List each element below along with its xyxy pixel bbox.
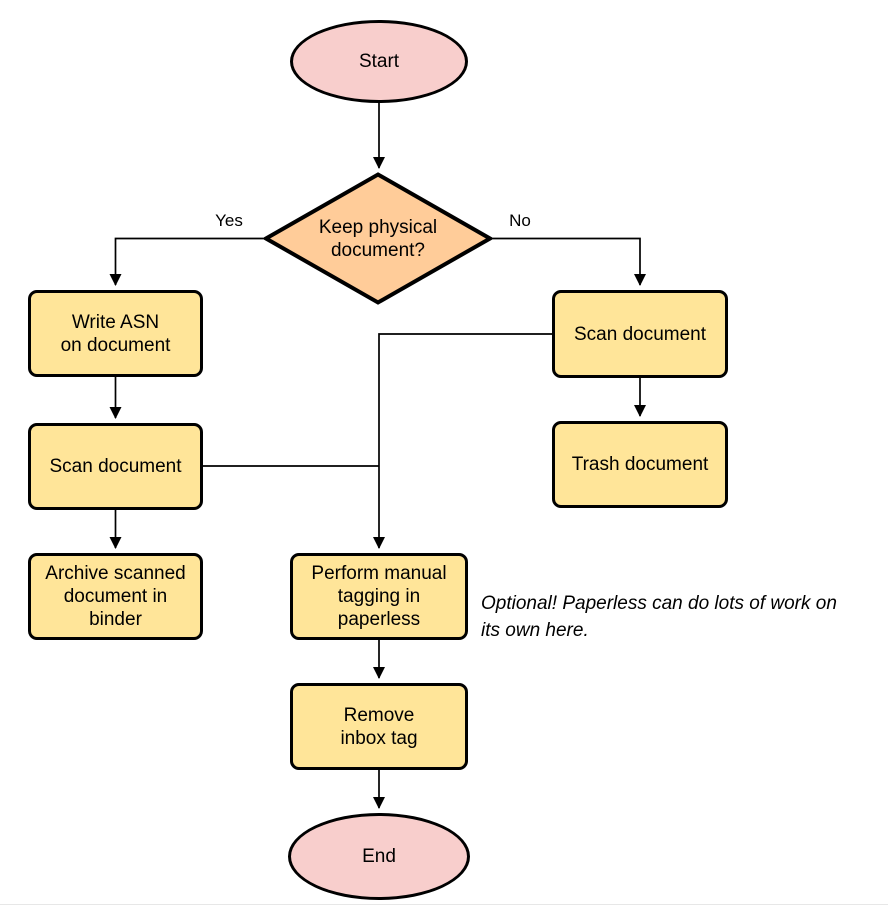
node-remove-inbox-tag: Remove inbox tag	[290, 683, 468, 770]
decision-diamond-shape	[263, 172, 493, 305]
node-archive-binder-label: Archive scanned document in binder	[45, 563, 186, 630]
node-archive-binder: Archive scanned document in binder	[28, 553, 203, 640]
node-decision-label: Keep physical document?	[318, 216, 438, 261]
connector-decision-scan-right	[493, 237, 646, 286]
connector-decision-write-asn	[109, 237, 263, 286]
edge-label-yes: Yes	[215, 211, 243, 230]
node-scan-document-left-label: Scan document	[49, 456, 182, 477]
node-write-asn-label: Write ASN on document	[60, 311, 171, 356]
node-manual-tagging: Perform manual tagging in paperless	[290, 553, 468, 640]
node-trash-document: Trash document	[552, 421, 728, 508]
node-start-label: Start	[358, 51, 400, 72]
bottom-divider	[0, 904, 888, 905]
node-start: Start	[290, 20, 468, 103]
node-scan-document-right-label: Scan document	[573, 323, 707, 345]
node-remove-inbox-tag-label: Remove inbox tag	[340, 704, 418, 749]
node-manual-tagging-label: Perform manual tagging in paperless	[311, 563, 447, 630]
node-write-asn: Write ASN on document	[28, 290, 203, 377]
edge-label-no: No	[509, 211, 531, 230]
annotation-note: Optional! Paperless can do lots of work …	[481, 593, 837, 641]
node-scan-document-right: Scan document	[552, 290, 728, 378]
node-end-label: End	[362, 846, 396, 867]
node-end: End	[288, 813, 470, 900]
node-scan-document-left: Scan document	[28, 423, 203, 510]
node-decision: Keep physical document?	[263, 172, 493, 305]
connector-scan-right-tagging	[373, 333, 552, 549]
node-trash-document-label: Trash document	[571, 454, 709, 475]
